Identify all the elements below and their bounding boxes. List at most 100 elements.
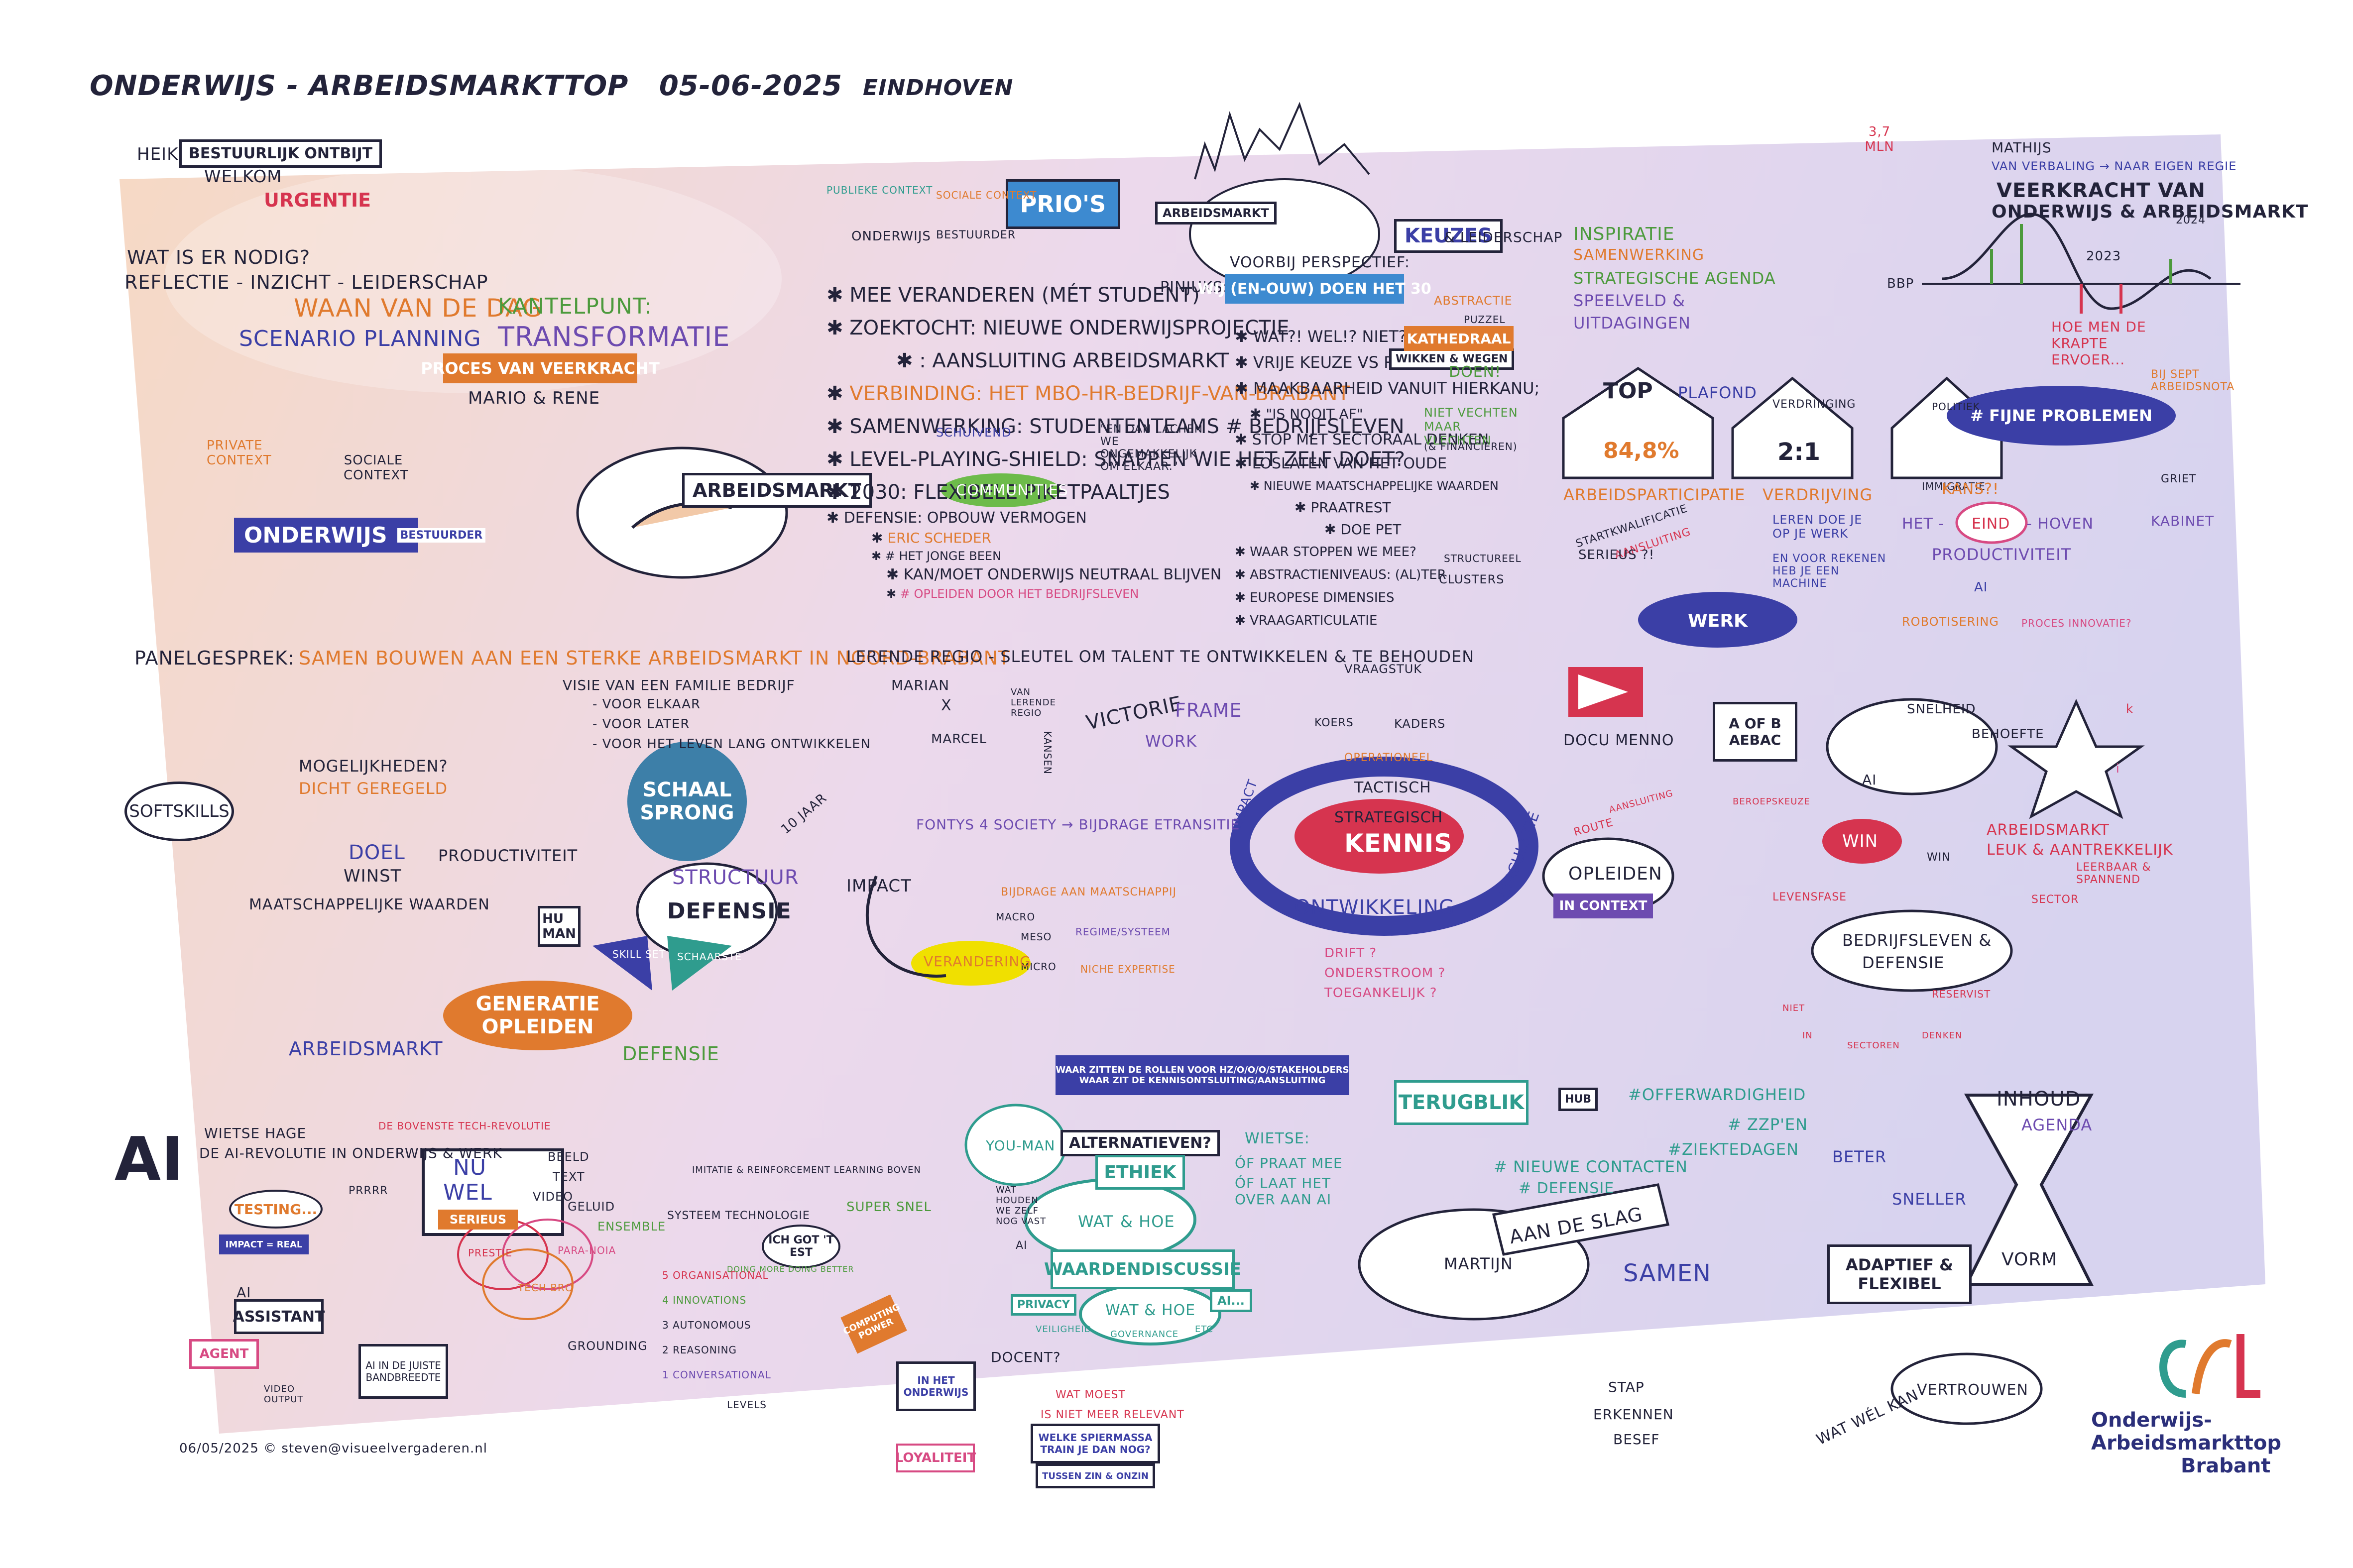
level-1: 1 Conversational [662, 1369, 771, 1381]
verandering-ellipse [911, 941, 1031, 986]
tag-4: # nieuwe contacten [1494, 1157, 1688, 1176]
visie-item: - voor het leven lang ontwikkelen [592, 737, 871, 752]
defensie-item: # Het jonge been [826, 548, 1221, 564]
flexibel-text: Flexibel [1858, 1274, 1941, 1293]
marian-label: Marian [891, 677, 950, 693]
doen-label: Doen! [1449, 363, 1502, 381]
docu-arbeidsmarkt-label: Arbeidsmarkt [1987, 821, 2110, 839]
logo-line-2: Arbeidsmarkttop [2091, 1432, 2281, 1455]
inhoud-label: Inhoud [1997, 1088, 2081, 1111]
title-text: Onderwijs - Arbeidsmarkttop [90, 70, 629, 102]
pct-label: 84,8% [1603, 438, 1679, 463]
keuzes-item: "is nooit af" [1235, 401, 1539, 427]
fijne-problemen-ellipse [1947, 386, 2176, 446]
serieus-label: Serieus ?! [1578, 548, 1655, 562]
wel-label: Wel [443, 1180, 492, 1205]
stap-label: Stap [1608, 1379, 1645, 1395]
doel-label: Doel [349, 841, 405, 864]
human-box: Hu man [538, 906, 581, 947]
bijdrage-label: Bijdrage aan maatschappij [1001, 886, 1177, 898]
frame-label: Frame [1175, 699, 1242, 721]
prrrr-label: Prrrr [349, 1185, 388, 1197]
sociale-label: Sociale context [344, 453, 409, 483]
nu-label: Nu [453, 1155, 487, 1180]
vorm-label: Vorm [2001, 1249, 2058, 1270]
meso-label: Meso [1021, 931, 1052, 943]
verdrijving-label: Verdrijving [1763, 485, 1873, 504]
publieke-label: Publieke context [826, 184, 933, 196]
wij-banner: Wij (en-ouw) doen het 30 [1197, 274, 1431, 304]
eind-label: Eind [1972, 515, 2010, 533]
immigratie-label: Immigratie [1922, 480, 1986, 492]
docu-label: Docu Menno [1563, 732, 1674, 749]
leiderschap-label: & Leiderschap [1444, 229, 1563, 245]
skillset-triangle [592, 936, 652, 991]
keuzes-item: Vraagarticulatie [1235, 609, 1539, 632]
voorbij-label: Voorbij perspectief: [1230, 254, 1410, 271]
keuzes-list: Wat?! Wel!? Niet? Vrije keuze vs ruimte … [1235, 324, 1539, 632]
productiviteit-label-2: Productiviteit [438, 846, 578, 865]
k-label: k [2126, 702, 2133, 716]
bedrijfsleven-label: Bedrijfsleven & [1842, 931, 1992, 950]
ethiek-box: Ethiek [1095, 1155, 1185, 1190]
wat-moest-label: Wat moest [1056, 1389, 1126, 1401]
house-top [1562, 366, 1714, 479]
aofb-text: A of B [1729, 715, 1781, 732]
serieus-banner: Serieus [438, 1210, 518, 1230]
onderwijs-banner: OnderwijsBestuurder [234, 518, 486, 553]
rollen-text: Waar zitten de rollen voor HZ/O/O/O/stak… [1056, 1065, 1349, 1075]
prios-arbeidsmarkt: Arbeidsmarkt [1155, 202, 1277, 224]
bestuurlijk-box: Bestuurlijk ontbijt [179, 139, 382, 168]
maatschappelijk-label: Maatschappelijke waarden [249, 896, 490, 913]
besef-label: Besef [1613, 1431, 1660, 1448]
techbro-label: Tech bro [518, 1282, 574, 1294]
tussen-box: Tussen zin & onzin [1036, 1463, 1155, 1488]
loyaliteit-banner: Loyaliteit [895, 1444, 976, 1472]
brain-map [1189, 178, 1380, 290]
reservist-label: Reservist [1932, 988, 1991, 1000]
of-praat-label: Óf praat mee [1235, 1155, 1343, 1171]
relevant-label: is niet meer relevant [1041, 1409, 1184, 1421]
mathijs-name: Mathijs [1992, 139, 2052, 156]
win2-label: Win [1927, 851, 1951, 864]
keuzes-sign: Keuzes [1394, 219, 1503, 253]
schaalsprong-label: SchaalSprong [627, 767, 747, 836]
impact-cycle-arrow [865, 875, 946, 978]
hub-box: Hub [1558, 1088, 1598, 1111]
win1-label: Win [1842, 831, 1879, 851]
context-banner: In context [1553, 894, 1653, 918]
strategisch-label: Strategisch [1334, 809, 1443, 826]
drift-label: Drift ? [1324, 946, 1377, 961]
mln-label: 3,7 mln [1865, 124, 1894, 154]
etc-label: Etc [1195, 1324, 1213, 1335]
nodig-label: Wat is er nodig? [127, 246, 311, 268]
doing-label: Doing more doing better [727, 1264, 854, 1274]
juiste-box: AI in de juiste bandbreedte [358, 1344, 448, 1399]
lerende-title: Lerende regio - sleutel om talent te ont… [846, 647, 1475, 666]
geluid-label: Geluid [568, 1200, 615, 1214]
hoven-label: - hoven [2026, 515, 2094, 533]
visie-item: - voor later [592, 717, 690, 732]
panel-arbeidsmarkt-label: Arbeidsmarkt [289, 1038, 443, 1060]
ai-label: AI [1974, 580, 1988, 595]
logo-mark-o [2159, 1340, 2187, 1398]
adaptief-text: Adaptief & [1845, 1255, 1954, 1274]
macro-label: Macro [996, 911, 1036, 923]
systeem-label: Systeem technologie [667, 1210, 810, 1222]
prios-item: Zoektocht: nieuwe onderwijsprojectie [826, 312, 1405, 344]
sector-label: Sector [2031, 894, 2079, 906]
video-label: Video [533, 1190, 574, 1204]
impact-banner: Impact = real [219, 1234, 309, 1254]
imitatie-label: Imitatie & reinforcement learning boven [692, 1165, 921, 1175]
keuzes-item: Praatrest [1235, 497, 1539, 519]
ensemble-label: Ensemble [597, 1220, 666, 1233]
rekenen-label: En voor rekenen heb je een machine [1772, 553, 1886, 590]
wietse-label: Wietse Hage [204, 1125, 307, 1141]
het-label: Het - [1902, 515, 1945, 533]
prios-defensie-list: Defensie: opbouw vermogen Eric Scheder #… [826, 508, 1222, 602]
prestie-label: Prestie [468, 1247, 513, 1259]
tag-5: # defensie [1519, 1180, 1615, 1197]
clusters-label: Clusters [1439, 572, 1505, 586]
levels-label: Levels [727, 1399, 767, 1411]
levensfase-label: Levensfase [1772, 891, 1847, 903]
